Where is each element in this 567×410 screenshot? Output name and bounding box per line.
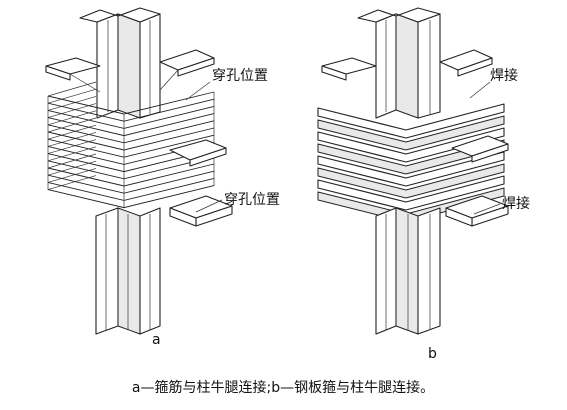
panel-b-top-corbel bbox=[321, 49, 493, 81]
panel-b-plate-hoops bbox=[317, 103, 505, 223]
panel-b: 焊接 焊接 b bbox=[317, 7, 530, 362]
stirrup-ring-back bbox=[47, 153, 97, 169]
stirrup-ring-back bbox=[47, 103, 97, 118]
panel-b-lower-column bbox=[375, 207, 441, 335]
panel-b-callout-top: 焊接 bbox=[490, 67, 518, 84]
plate-hoop bbox=[317, 175, 505, 211]
stirrup-ring-back bbox=[47, 139, 97, 154]
stirrup-ring-back bbox=[47, 175, 97, 190]
panel-b-callout-bottom: 焊接 bbox=[502, 195, 530, 212]
panel-a-callout-top: 穿孔位置 bbox=[212, 68, 268, 84]
panel-a: 穿孔位置 穿孔位置 a bbox=[45, 7, 280, 348]
stirrup-ring-back bbox=[47, 146, 97, 162]
figure-caption: a—箍筋与柱牛腿连接;b—钢板箍与柱牛腿连接。 bbox=[132, 379, 434, 396]
stirrup-ring-back bbox=[47, 88, 97, 104]
stirrup-ring-back bbox=[47, 96, 97, 111]
plate-hoop bbox=[317, 103, 505, 139]
stirrup-ring-back bbox=[47, 124, 97, 140]
stirrup-ring-back bbox=[47, 81, 97, 97]
panel-a-callout-bottom: 穿孔位置 bbox=[224, 192, 280, 208]
panel-a-upper-column bbox=[79, 7, 161, 119]
panel-b-bottom-corbel bbox=[445, 135, 509, 227]
panel-a-callout-bottom-leader bbox=[195, 199, 223, 213]
panel-a-stirrups bbox=[47, 81, 215, 209]
plate-hoop bbox=[317, 115, 505, 151]
stirrup-ring-back bbox=[47, 110, 97, 126]
stirrup-ring-back bbox=[47, 117, 97, 133]
plate-hoop bbox=[317, 151, 505, 187]
stirrup-ring bbox=[47, 177, 215, 201]
panel-b-label: b bbox=[428, 346, 437, 362]
stirrup-ring-back bbox=[47, 168, 97, 183]
panel-a-callout-top-leader bbox=[185, 81, 211, 101]
panel-a-label: a bbox=[152, 332, 161, 348]
panel-a-lower-column bbox=[95, 207, 161, 335]
panel-a-top-corbel bbox=[45, 49, 215, 93]
plate-hoop bbox=[317, 163, 505, 199]
stirrup-ring-back bbox=[47, 160, 97, 176]
panel-b-callout-top-leader bbox=[469, 81, 491, 99]
stirrup-ring-back bbox=[47, 132, 97, 147]
panel-b-upper-column bbox=[357, 7, 441, 119]
panel-b-callout-bottom-leader bbox=[473, 203, 501, 215]
panel-a-bottom-corbel bbox=[169, 139, 233, 227]
